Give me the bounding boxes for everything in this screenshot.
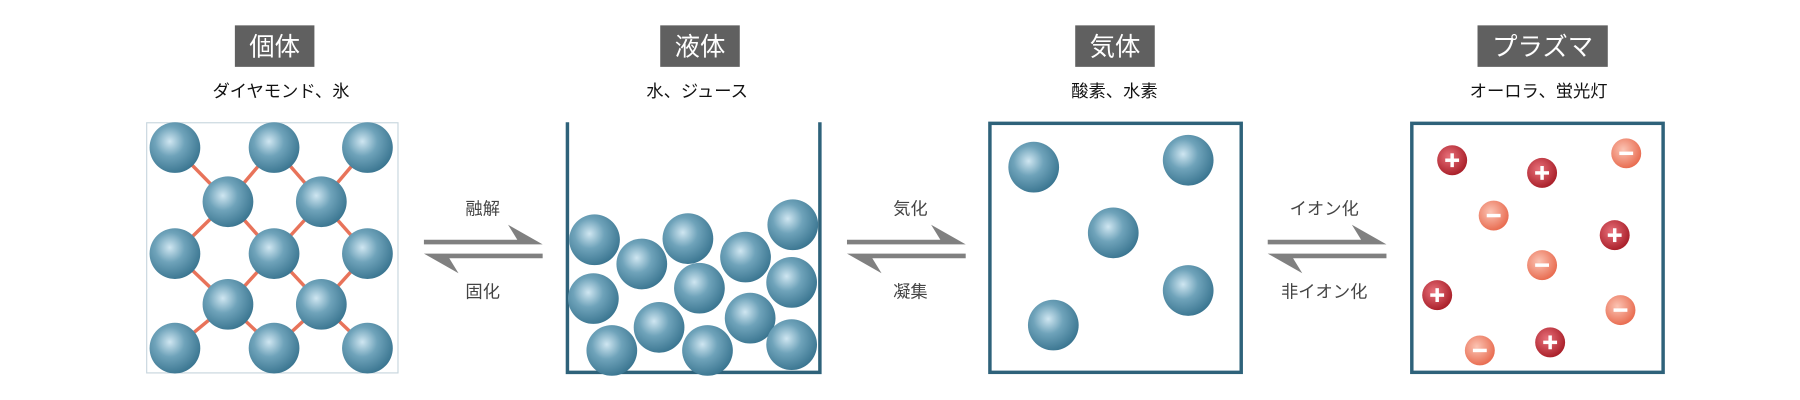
transition-forward-label: 融解 (465, 199, 500, 219)
state-gas-header: 気体 酸素、水素 (1071, 25, 1158, 102)
transition-backward-label: 非イオン化 (1281, 282, 1367, 302)
state-title: 気体 (1090, 31, 1141, 61)
particle (149, 228, 201, 279)
gas-panel (988, 121, 1243, 375)
particle (616, 238, 668, 290)
particle (248, 322, 300, 374)
negative-ion (1478, 200, 1509, 231)
state-title: 個体 (249, 31, 300, 61)
particle (295, 278, 347, 330)
transition-solid-liquid: 融解 固化 (423, 199, 543, 302)
particle (767, 199, 819, 251)
backward-arrow-icon (1267, 253, 1387, 274)
particle (766, 319, 818, 371)
particle (149, 122, 201, 173)
state-examples: オーロラ、蛍光灯 (1470, 82, 1608, 102)
transition-liquid-gas: 気化 凝集 (846, 199, 966, 302)
transition-gas-plasma: イオン化 非イオン化 (1267, 199, 1387, 302)
particle (149, 322, 201, 374)
particle (202, 176, 254, 228)
positive-ion (1437, 145, 1468, 176)
negative-ion (1611, 138, 1642, 169)
particle (662, 213, 714, 264)
particle (724, 292, 776, 344)
transition-backward-label: 固化 (465, 282, 500, 302)
forward-arrow-icon (1267, 224, 1387, 245)
particle (568, 273, 619, 324)
forward-arrow-icon (423, 224, 543, 245)
state-title: プラズマ (1492, 31, 1593, 61)
particle (202, 278, 254, 330)
positive-ion (1599, 220, 1630, 251)
particle (1008, 141, 1060, 193)
particle (295, 176, 347, 228)
transition-backward-label: 凝集 (893, 282, 928, 302)
negative-ion (1527, 250, 1558, 281)
particle (633, 302, 685, 353)
particle (586, 325, 638, 376)
particle (569, 214, 620, 266)
particle (766, 257, 818, 308)
particle (682, 325, 733, 376)
negative-ion (1464, 335, 1495, 366)
positive-ion (1527, 157, 1558, 188)
particle (342, 228, 393, 279)
particle (342, 122, 393, 173)
positive-ion (1535, 327, 1566, 358)
state-examples: ダイヤモンド、氷 (212, 82, 349, 102)
particle (1162, 265, 1214, 316)
backward-arrow-icon (846, 253, 966, 274)
particle (248, 228, 300, 279)
particle (1027, 299, 1079, 351)
particle (1087, 207, 1139, 259)
particle (342, 322, 393, 374)
state-liquid-header: 液体 水、ジュース (646, 25, 748, 102)
solid-panel (146, 122, 399, 374)
state-examples: 水、ジュース (646, 82, 748, 102)
liquid-panel (565, 122, 822, 376)
backward-arrow-icon (423, 253, 543, 274)
negative-ion (1605, 295, 1636, 326)
state-examples: 酸素、水素 (1071, 82, 1157, 102)
particle (248, 122, 300, 173)
state-title: 液体 (675, 31, 726, 61)
transition-forward-label: イオン化 (1290, 199, 1359, 219)
particle (720, 231, 771, 283)
transition-forward-label: 気化 (893, 199, 928, 219)
particle (1162, 134, 1214, 186)
state-plasma-header: プラズマ オーロラ、蛍光灯 (1470, 25, 1608, 102)
plasma-panel (1410, 121, 1665, 375)
particle (674, 262, 725, 314)
positive-ion (1422, 280, 1453, 311)
state-solid-header: 個体 ダイヤモンド、氷 (212, 25, 350, 102)
forward-arrow-icon (846, 224, 966, 245)
